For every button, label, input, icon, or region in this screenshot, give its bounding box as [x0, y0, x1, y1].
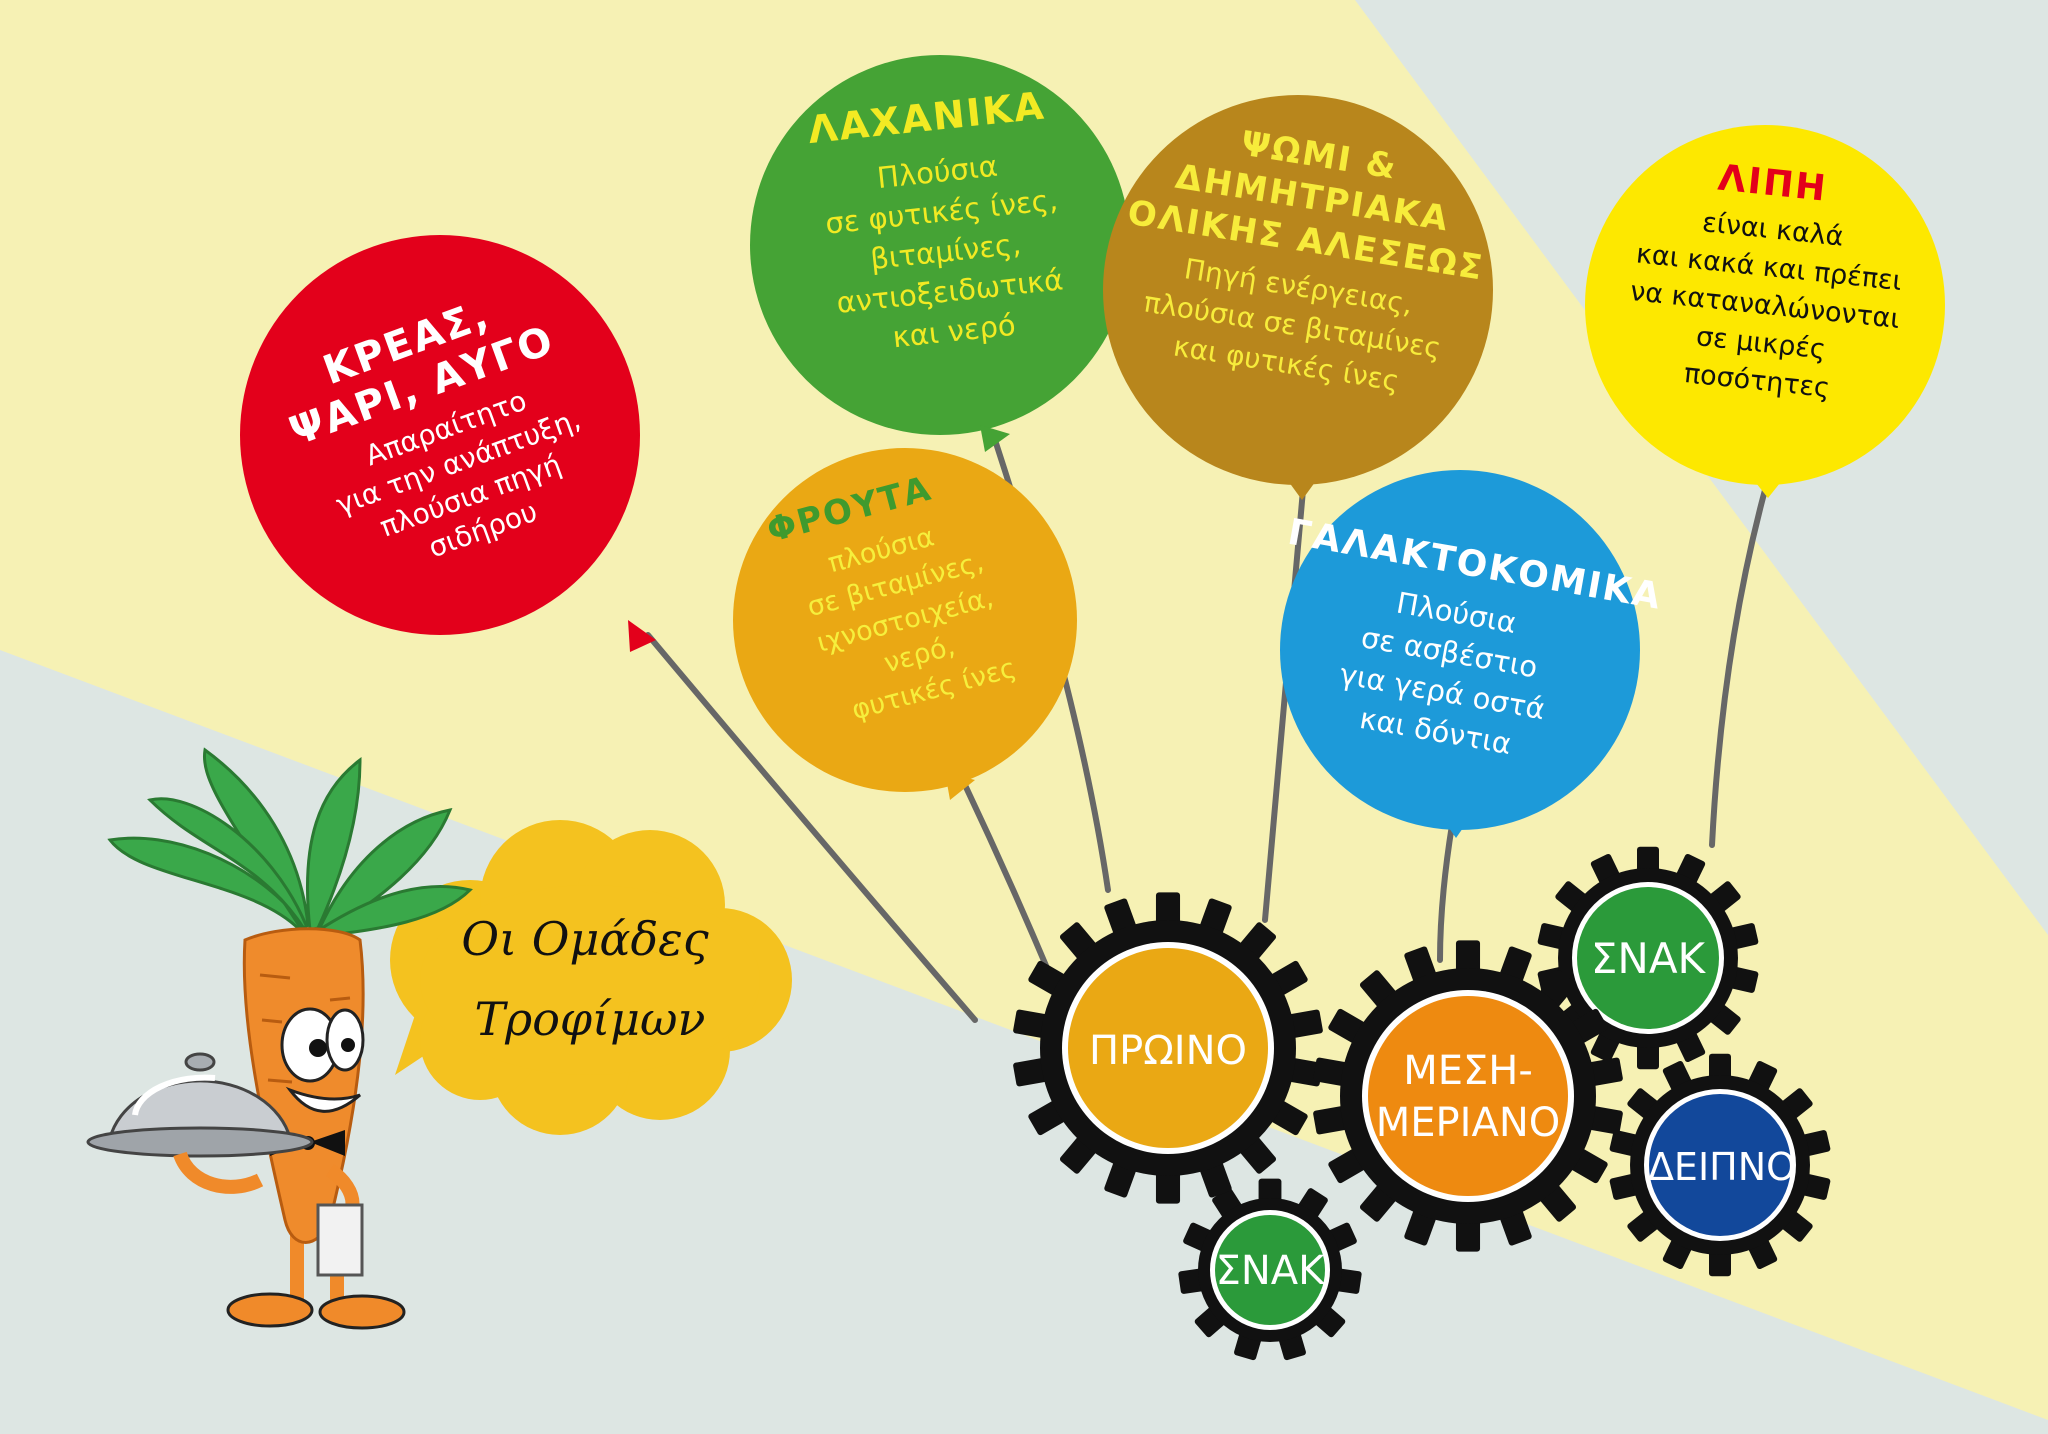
- gear-lunch: ΜΕΣΗ- ΜΕΡΙΑΝΟ: [1313, 940, 1623, 1252]
- gear-snack-bottom: ΣΝΑΚ: [1178, 1178, 1362, 1361]
- balloon-fruits: ΦΡΟΥΤΑ πλούσια σε βιταμίνες, ιχνοστοιχεί…: [733, 448, 1077, 800]
- balloon-dairy: ΓΑΛΑΚΤΟΚΟΜΙΚΑ Πλούσια σε ασβέστιο για γε…: [1280, 470, 1665, 838]
- carrot-leaves: [107, 747, 473, 938]
- gear-tooth: [1258, 1178, 1282, 1204]
- balloon-fats: ΛΙΠΗ είναι καλά και κακά και πρέπει να κ…: [1585, 125, 1945, 498]
- string-bread: [1262, 487, 1306, 923]
- balloon-vegetables: ΛΑΧΑΝΙΚΑ Πλούσια σε φυτικές ίνες, βιταμί…: [750, 55, 1130, 452]
- serving-cloche-icon: [86, 1052, 314, 1194]
- string-meat: [645, 632, 978, 1023]
- gear-label: ΜΕΣΗ-: [1403, 1048, 1533, 1094]
- gear-label: ΣΝΑΚ: [1591, 934, 1707, 983]
- gears-cluster: ΣΝΑΚ ΔΕΙΠΝΟ ΣΝΑΚ ΠΡΩΙΝΟ: [1013, 846, 1831, 1361]
- gear-dinner: ΔΕΙΠΝΟ: [1609, 1053, 1831, 1277]
- gear-snack-top: ΣΝΑΚ: [1537, 846, 1759, 1070]
- carrot-waiter-mascot: [86, 747, 473, 1330]
- gear-label: ΠΡΩΙΝΟ: [1089, 1028, 1247, 1074]
- gear-label: ΣΝΑΚ: [1216, 1248, 1327, 1294]
- balloon-bread: ΨΩΜΙ & ΔΗΜΗΤΡΙΑΚΑ ΟΛΙΚΗΣ ΑΛΕΣΕΩΣ Πηγή εν…: [1103, 95, 1493, 500]
- gear-label: ΔΕΙΠΝΟ: [1648, 1145, 1796, 1189]
- string-fats: [1709, 487, 1768, 848]
- balloon-meat: ΚΡΕΑΣ, ΨΑΡΙ, ΑΥΓΟ Απαραίτητο για την ανά…: [240, 235, 656, 652]
- gear-breakfast: ΠΡΩΙΝΟ: [1013, 892, 1323, 1204]
- speech-cloud: Οι Ομάδες Τροφίμων: [390, 820, 792, 1135]
- cloud-title-line2: Τροφίμων: [474, 992, 705, 1046]
- gear-label: ΜΕΡΙΑΝΟ: [1376, 1100, 1560, 1146]
- string-dairy: [1437, 822, 1455, 963]
- cloud-title-line1: Οι Ομάδες: [461, 912, 708, 966]
- string-fruits: [962, 782, 1053, 978]
